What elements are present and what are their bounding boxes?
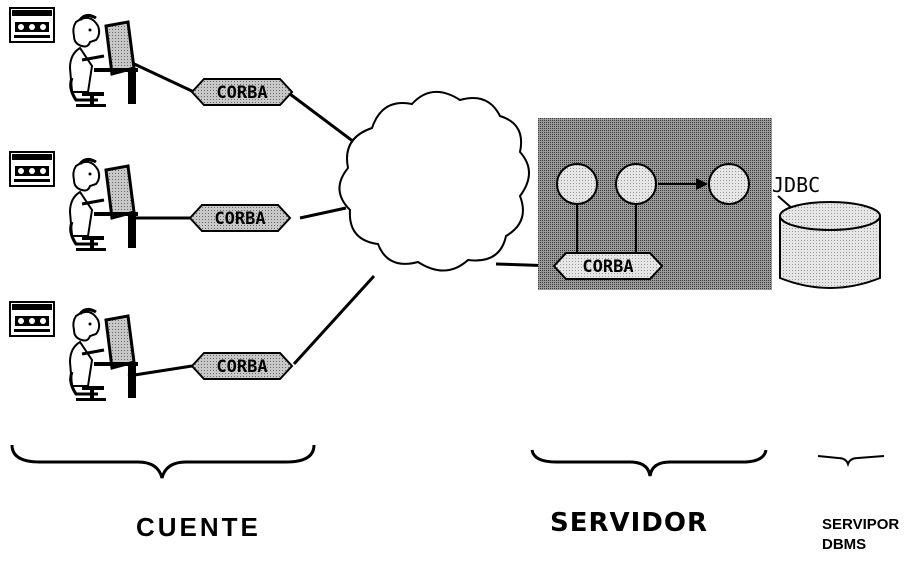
corba-tag-client2-label: CORBA: [214, 209, 265, 229]
client-workstation-1: [8, 6, 140, 109]
dbms-group-label-line1: SERVIPOR: [822, 516, 900, 533]
server-group-brace: [530, 449, 768, 477]
database-cylinder: [779, 201, 881, 289]
corba-tag-client2: CORBA: [189, 204, 291, 232]
server-internal-lines: [576, 183, 698, 258]
tag1-to-cloud-line: [289, 92, 363, 150]
server-object-node-3: [708, 163, 750, 205]
corba-tag-server: CORBA: [552, 252, 664, 280]
client-workstation-3: [8, 300, 140, 403]
arrow-head: [696, 178, 708, 190]
corba-tag-client1: CORBA: [191, 78, 293, 106]
client-workstation-2: [8, 150, 140, 253]
tag3-to-cloud-line: [292, 274, 376, 366]
client3-to-tag-line: [127, 364, 193, 378]
dbms-group-label-line2: DBMS: [822, 536, 867, 553]
jdbc-label: JDBC: [772, 173, 820, 197]
network-cloud: [338, 91, 530, 272]
corba-tag-client3: CORBA: [191, 352, 293, 380]
dbms-group-brace: [817, 455, 885, 468]
tag2-to-cloud-line: [299, 206, 347, 220]
server-object-node-1: [556, 163, 598, 205]
corba-tag-server-label: CORBA: [582, 257, 633, 277]
server-group-label: SERVIDOR: [550, 508, 709, 538]
client1-to-tag-line: [129, 60, 195, 94]
connection-lines: [127, 60, 557, 378]
client-group-brace: [10, 444, 316, 479]
corba-tag-client1-label: CORBA: [216, 83, 267, 103]
client-group-label: CUENTE: [136, 512, 261, 542]
server-object-node-2: [615, 163, 657, 205]
corba-tag-client3-label: CORBA: [216, 357, 267, 377]
